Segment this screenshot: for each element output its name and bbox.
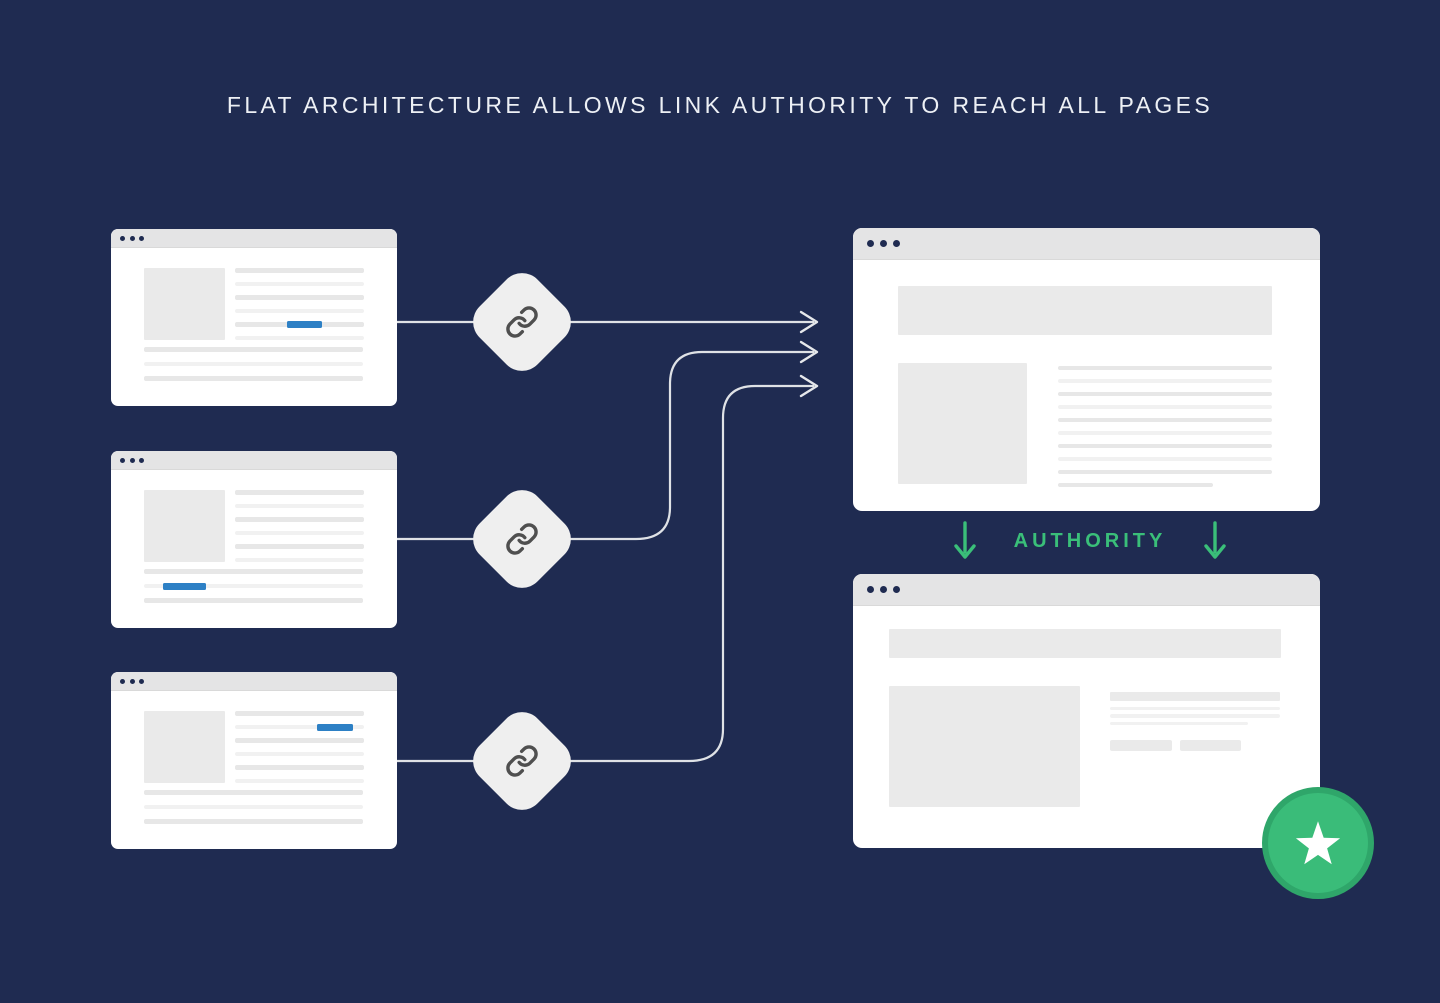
button-placeholder (1110, 740, 1172, 751)
text-line-placeholder (235, 308, 364, 313)
link-node-2 (464, 481, 580, 597)
traffic-dot (120, 457, 125, 463)
traffic-dot (129, 235, 135, 241)
text-line-placeholder (144, 376, 363, 381)
traffic-dot (893, 240, 900, 247)
text-line-placeholder (1058, 457, 1272, 461)
source-page-window-2 (111, 451, 397, 628)
link-highlight (163, 582, 206, 590)
text-line-placeholder (235, 281, 364, 286)
traffic-dot (129, 457, 135, 463)
image-placeholder (889, 686, 1080, 807)
text-line-placeholder (1058, 444, 1272, 448)
link-node-1 (464, 264, 580, 380)
link-highlight (287, 320, 322, 328)
link-icon (481, 498, 563, 580)
text-line-placeholder (235, 738, 364, 743)
traffic-dot (867, 240, 874, 247)
traffic-dot (139, 235, 144, 241)
text-line-placeholder (235, 530, 364, 535)
traffic-dot (139, 457, 144, 463)
arrow-right-icon (799, 374, 819, 398)
source-page-window-1 (111, 229, 397, 406)
image-placeholder (144, 268, 225, 340)
text-line-placeholder (1058, 405, 1272, 409)
image-placeholder (144, 711, 225, 783)
authority-label: AUTHORITY (1013, 530, 1167, 552)
image-placeholder (144, 490, 225, 562)
traffic-dot (120, 235, 125, 241)
destination-page-window (853, 228, 1320, 511)
text-line-placeholder (1110, 706, 1280, 710)
text-line-placeholder (235, 268, 364, 273)
window-titlebar (111, 672, 397, 691)
traffic-dot (129, 678, 135, 684)
text-line-placeholder (144, 583, 363, 588)
link-icon (481, 720, 563, 802)
text-line-placeholder (1058, 470, 1272, 474)
text-line-placeholder (235, 751, 364, 756)
diagram-title: FLAT ARCHITECTURE ALLOWS LINK AUTHORITY … (226, 92, 1214, 118)
text-line-placeholder (235, 724, 364, 729)
traffic-dot (867, 586, 874, 593)
text-line-placeholder (1058, 418, 1272, 422)
window-titlebar (111, 229, 397, 248)
button-placeholder (1180, 740, 1241, 751)
text-line-placeholder (235, 503, 364, 508)
text-line-placeholder (235, 778, 364, 783)
traffic-dot (880, 586, 887, 593)
text-line-placeholder (235, 490, 364, 495)
window-titlebar (853, 228, 1320, 260)
source-page-window-3 (111, 672, 397, 849)
text-line-placeholder (235, 544, 364, 549)
traffic-dot (139, 678, 144, 684)
text-line-placeholder (144, 598, 363, 603)
text-line-placeholder (144, 347, 363, 352)
text-line-placeholder (1110, 721, 1248, 725)
link-highlight (317, 723, 353, 731)
window-titlebar (853, 574, 1320, 606)
arrow-right-icon (799, 340, 819, 364)
connector-3 (397, 384, 814, 763)
text-line-placeholder (235, 765, 364, 770)
text-line-placeholder (1058, 392, 1272, 396)
text-line-placeholder (235, 711, 364, 716)
text-line-placeholder (1058, 366, 1272, 370)
down-arrow-icon (954, 521, 976, 559)
destination-subpage-window (853, 574, 1320, 848)
arrow-right-icon (799, 310, 819, 334)
heading-placeholder (1110, 692, 1280, 701)
text-line-placeholder (235, 335, 364, 340)
text-line-placeholder (144, 819, 363, 824)
text-line-placeholder (1110, 714, 1280, 718)
text-line-placeholder (235, 295, 364, 300)
traffic-dot (893, 586, 900, 593)
connector-2 (397, 350, 814, 541)
down-arrow-icon (1204, 521, 1226, 559)
link-icon (481, 281, 563, 363)
link-node-3 (464, 703, 580, 819)
banner-placeholder (889, 629, 1281, 658)
text-line-placeholder (144, 361, 363, 366)
text-line-placeholder (144, 790, 363, 795)
traffic-dot (880, 240, 887, 247)
image-placeholder (898, 363, 1027, 484)
star-badge (1262, 787, 1374, 899)
text-line-placeholder (144, 569, 363, 574)
star-icon (1295, 821, 1341, 865)
text-line-placeholder (235, 557, 364, 562)
text-line-placeholder (235, 517, 364, 522)
text-line-placeholder (1058, 482, 1213, 487)
authority-flow: AUTHORITY (952, 519, 1228, 563)
window-titlebar (111, 451, 397, 470)
traffic-dot (120, 678, 125, 684)
text-line-placeholder (1058, 379, 1272, 383)
text-line-placeholder (1058, 431, 1272, 435)
text-line-placeholder (144, 804, 363, 809)
banner-placeholder (898, 286, 1272, 335)
